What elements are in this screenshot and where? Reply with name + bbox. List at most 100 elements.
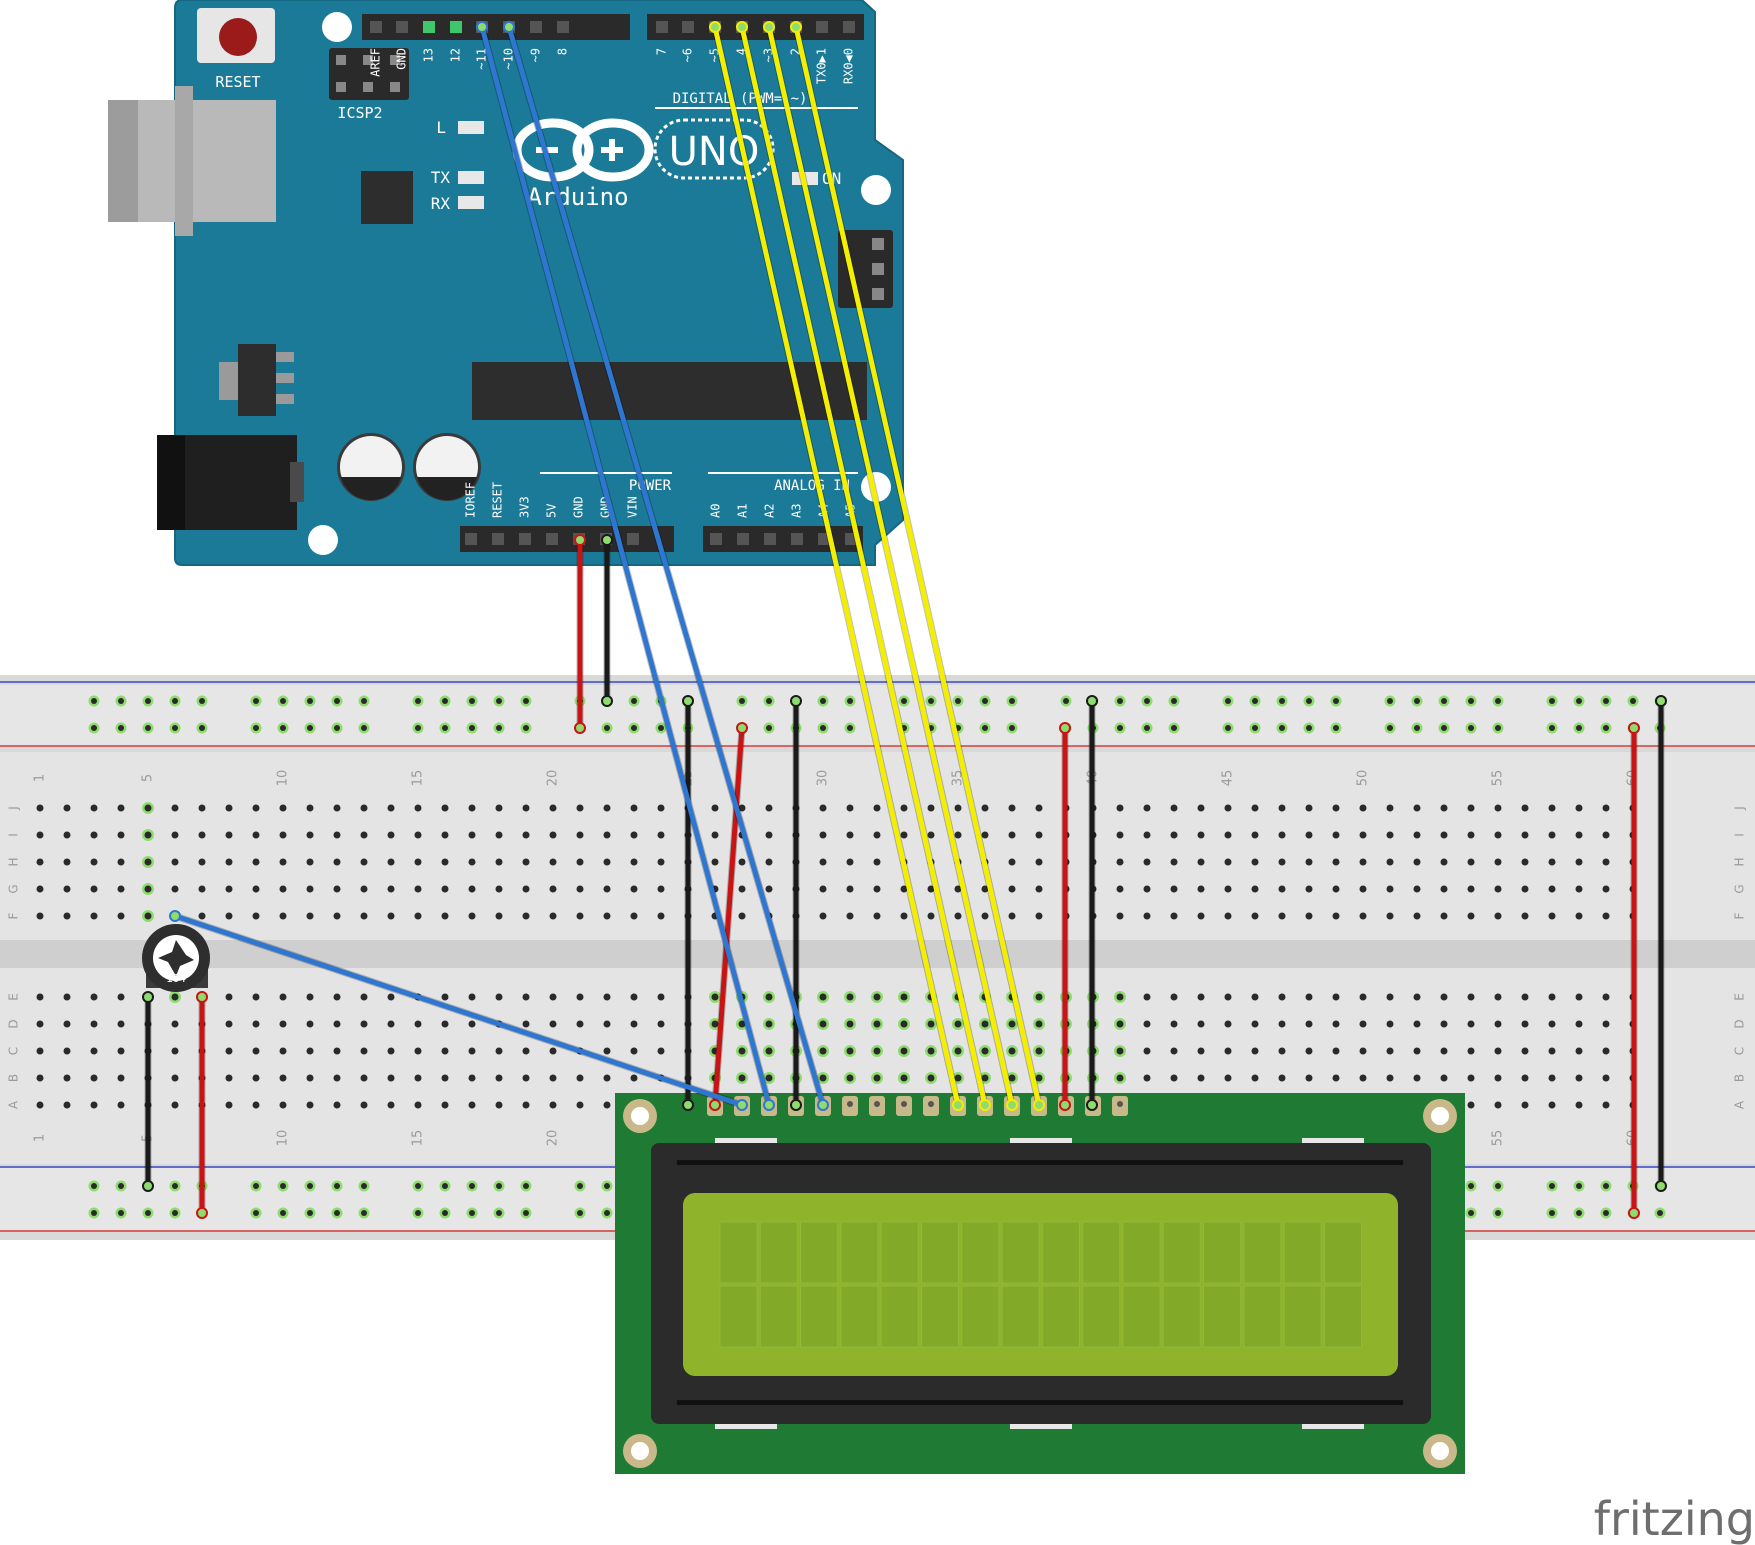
breadboard-hole: [1440, 1047, 1448, 1055]
breadboard-hole: [765, 885, 773, 893]
rail-hole: [496, 1183, 502, 1189]
analog-pin-label: A2: [763, 504, 777, 518]
led-tx: [458, 171, 484, 184]
potentiometer-label: 104: [166, 972, 186, 985]
breadboard-hole: [1116, 885, 1124, 893]
breadboard-hole: [1548, 993, 1556, 1001]
lcd-cell: [1283, 1285, 1322, 1348]
breadboard-hole: [846, 1074, 854, 1082]
breadboard-hole: [549, 1047, 557, 1055]
rail-hole: [766, 698, 772, 704]
breadboard-hole: [1548, 804, 1556, 812]
breadboard-hole: [1494, 1047, 1502, 1055]
breadboard-hole: [90, 1047, 98, 1055]
header-socket: [764, 533, 776, 545]
breadboard-hole: [1197, 993, 1205, 1001]
breadboard-hole: [252, 885, 260, 893]
breadboard-hole: [198, 804, 206, 812]
digital-pin-label: TX0▶1: [815, 48, 829, 84]
breadboard-hole: [1278, 804, 1286, 812]
breadboard-hole: [1143, 912, 1151, 920]
icsp-header: [838, 230, 893, 308]
breadboard-hole: [1413, 804, 1421, 812]
breadboard-hole: [1602, 804, 1610, 812]
breadboard-hole: [1143, 858, 1151, 866]
digital-pin-label: 7: [655, 48, 669, 55]
rail-hole: [415, 698, 421, 704]
power-pin-label: GND: [572, 496, 586, 518]
breadboard-hole: [1494, 1020, 1502, 1028]
breadboard-hole: [1170, 804, 1178, 812]
breadboard-hole: [657, 912, 665, 920]
rail-hole: [928, 698, 934, 704]
reset-button: [197, 8, 275, 63]
breadboard-hole: [981, 912, 989, 920]
reset-label: RESET: [215, 73, 260, 91]
lcd-cell: [840, 1221, 879, 1284]
rail-hole: [307, 725, 313, 731]
breadboard-hole: [1251, 1020, 1259, 1028]
breadboard-hole: [144, 912, 152, 920]
rail-hole: [145, 698, 151, 704]
rail-hole: [361, 725, 367, 731]
jumper-wire: [479, 24, 772, 1108]
breadboard-hole: [657, 831, 665, 839]
rail-hole: [523, 698, 529, 704]
rail-hole: [1468, 1210, 1474, 1216]
lcd-cell: [961, 1221, 1000, 1284]
breadboard-hole: [819, 912, 827, 920]
rail-hole: [982, 725, 988, 731]
breadboard-hole: [441, 1020, 449, 1028]
breadboard-hole: [144, 804, 152, 812]
digital-pin-label: 12: [449, 48, 463, 62]
rail-hole: [280, 698, 286, 704]
breadboard-hole: [1197, 831, 1205, 839]
breadboard-hole: [873, 912, 881, 920]
breadboard-hole: [1494, 858, 1502, 866]
breadboard-hole: [387, 1101, 395, 1109]
breadboard-hole: [63, 1047, 71, 1055]
breadboard-hole: [63, 804, 71, 812]
breadboard-hole: [900, 993, 908, 1001]
jumper-wire: [172, 913, 745, 1108]
breadboard-hole: [549, 1020, 557, 1028]
breadboard-hole: [1170, 1074, 1178, 1082]
breadboard-hole: [1035, 831, 1043, 839]
breadboard-hole: [819, 831, 827, 839]
rail-hole: [1117, 725, 1123, 731]
breadboard-hole: [252, 912, 260, 920]
rail-hole: [334, 698, 340, 704]
capacitor: [413, 433, 481, 501]
breadboard-hole: [90, 1074, 98, 1082]
breadboard-hole: [387, 912, 395, 920]
row-letter: I: [7, 833, 21, 837]
breadboard-hole: [630, 831, 638, 839]
rail-hole: [604, 1183, 610, 1189]
breadboard-hole: [522, 912, 530, 920]
breadboard-hole: [441, 858, 449, 866]
breadboard-hole: [1548, 912, 1556, 920]
breadboard-hole: [1197, 912, 1205, 920]
digital-pin-label: ~6: [681, 48, 695, 62]
breadboard-hole: [1035, 804, 1043, 812]
breadboard-hole: [36, 804, 44, 812]
breadboard-hole: [1251, 858, 1259, 866]
breadboard-hole: [1521, 1101, 1529, 1109]
wire-end: [1628, 1207, 1640, 1219]
rail-hole: [1441, 725, 1447, 731]
jumper-wires: [142, 21, 1667, 1219]
breadboard-hole: [333, 1047, 341, 1055]
rail-hole: [1009, 725, 1015, 731]
lcd-cell: [921, 1221, 959, 1284]
breadboard-hole: [1251, 912, 1259, 920]
breadboard-hole: [1251, 1074, 1259, 1082]
breadboard-hole: [1413, 1047, 1421, 1055]
rail-hole: [604, 725, 610, 731]
lcd-pin-hole: [901, 1101, 907, 1107]
breadboard-hole: [711, 858, 719, 866]
breadboard-hole: [1143, 993, 1151, 1001]
breadboard-hole: [981, 885, 989, 893]
breadboard-hole: [1359, 1074, 1367, 1082]
wire-end: [476, 21, 488, 33]
breadboard-hole: [1548, 1101, 1556, 1109]
